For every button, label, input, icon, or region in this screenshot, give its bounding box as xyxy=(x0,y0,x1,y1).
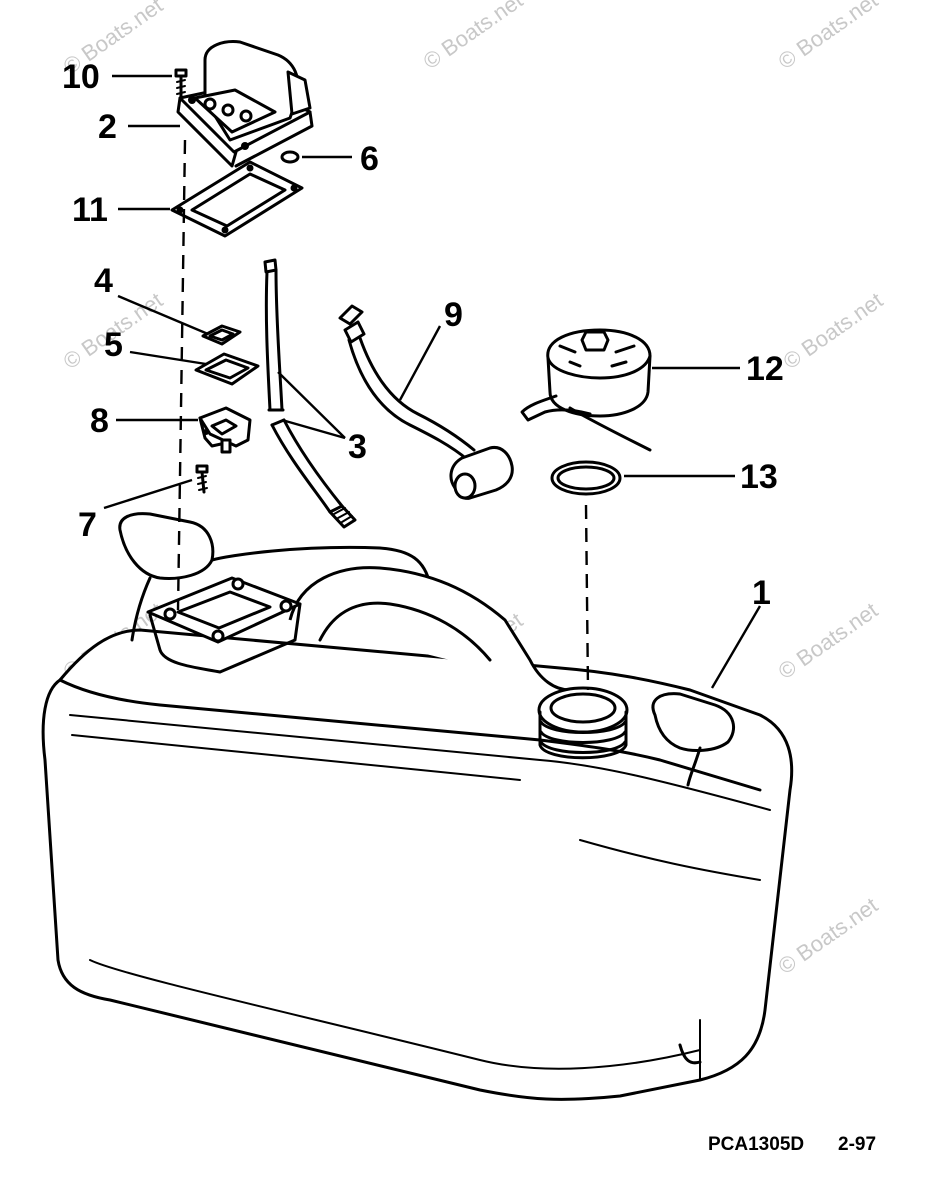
watermark: © Boats.net xyxy=(419,0,528,74)
callout-4: 4 xyxy=(94,262,113,300)
callout-labels: 10 2 6 11 4 5 8 7 3 9 12 13 1 xyxy=(62,58,784,612)
fuel-outlet-boss xyxy=(146,576,302,674)
seal-part-4 xyxy=(201,324,242,346)
callout-5: 5 xyxy=(104,326,123,364)
figure-code: PCA1305D xyxy=(708,1134,804,1155)
callout-11: 11 xyxy=(72,191,108,229)
callout-3: 3 xyxy=(348,428,367,466)
callout-8: 8 xyxy=(90,402,109,440)
figure-date: 2-97 xyxy=(838,1134,876,1155)
callout-13: 13 xyxy=(740,458,778,496)
watermark: © Boats.net xyxy=(774,597,883,684)
filler-neck xyxy=(537,686,629,760)
watermark: © Boats.net xyxy=(774,892,883,979)
leader-lines xyxy=(103,74,762,689)
callout-1: 1 xyxy=(752,574,771,612)
gasket-part-11 xyxy=(170,160,304,238)
watermark: © Boats.net xyxy=(774,0,883,74)
assembly-guide-lines xyxy=(176,139,590,691)
o-ring-part-6 xyxy=(280,150,300,164)
watermark: © Boats.net xyxy=(779,287,888,374)
callout-7: 7 xyxy=(78,506,97,544)
fuel-gauge-part-9 xyxy=(338,304,514,500)
callout-10: 10 xyxy=(62,58,100,96)
screw-part-10 xyxy=(174,68,188,102)
seal-part-5 xyxy=(194,352,260,386)
fuel-cap-part-12 xyxy=(520,328,652,452)
hose-part-3 xyxy=(263,258,357,529)
screw-part-7 xyxy=(195,464,209,494)
fuel-connector-part-2 xyxy=(176,40,314,168)
o-ring-part-13 xyxy=(550,460,622,496)
callout-6: 6 xyxy=(360,140,379,178)
callout-2: 2 xyxy=(98,108,117,146)
callout-9: 9 xyxy=(444,296,463,334)
figure-footer: PCA1305D 2-97 xyxy=(708,1134,876,1155)
callout-12: 12 xyxy=(746,350,784,388)
fuel-tank-part-1 xyxy=(41,512,794,1101)
valve-bracket-part-8 xyxy=(198,406,252,454)
